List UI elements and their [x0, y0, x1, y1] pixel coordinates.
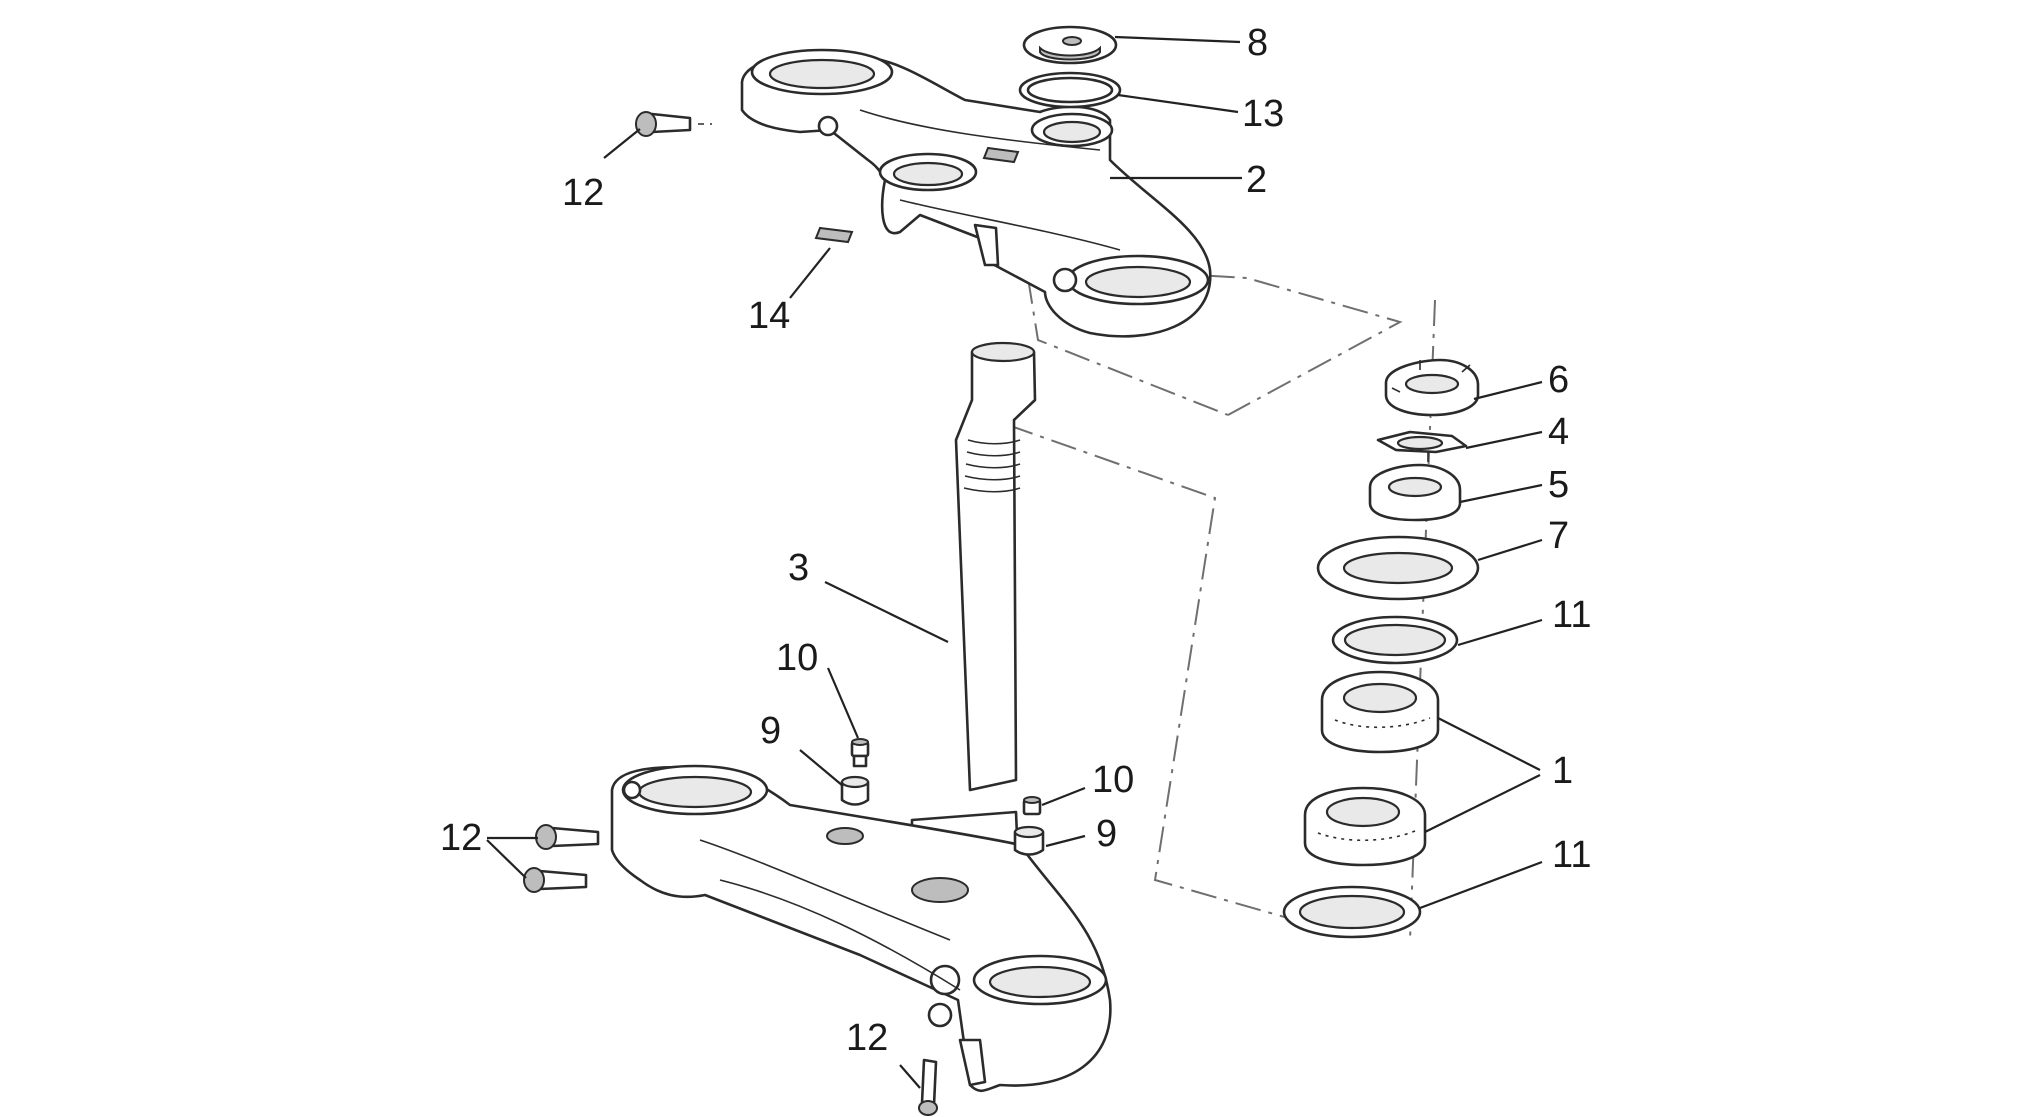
dust-cover: [1316, 535, 1480, 601]
callout-6: 6: [1548, 359, 1569, 401]
callout-10-right: 10: [1092, 759, 1134, 801]
screw-left: [850, 738, 870, 768]
callout-4: 4: [1548, 411, 1569, 453]
callout-12-upper: 12: [562, 172, 604, 214]
leader-lines: [486, 35, 1543, 1089]
ring-nut-slotted: [1384, 358, 1480, 417]
callout-10-left: 10: [776, 637, 818, 679]
top-cap: [1022, 25, 1118, 65]
steering-stem: [910, 341, 1037, 871]
callout-3: 3: [788, 547, 809, 589]
callout-12-side: 12: [440, 817, 482, 859]
bearing-lower: [1303, 786, 1427, 867]
lock-washer: [1376, 430, 1468, 462]
callout-1: 1: [1552, 750, 1573, 792]
lower-clamp-bolt-upper: [535, 824, 600, 850]
screw-right: [1022, 796, 1042, 816]
callout-8: 8: [1247, 22, 1268, 64]
seal-ring-lower: [1282, 885, 1422, 939]
callout-2: 2: [1246, 159, 1267, 201]
callout-labels: 8 13 2 12 14 6 4 5 7 11 3 10 9 10 9 1 12…: [440, 22, 1591, 1059]
small-plate: [814, 226, 854, 244]
callout-9-left: 9: [760, 710, 781, 752]
callout-11-upper: 11: [1552, 594, 1591, 636]
bushing-right: [1013, 825, 1045, 856]
ring-nut: [1368, 463, 1462, 522]
bushing-left: [840, 775, 870, 806]
upper-clamp-bolt: [635, 111, 712, 137]
upper-triple-clamp: [740, 48, 1212, 338]
seal-ring-upper: [1331, 615, 1459, 665]
callout-14: 14: [748, 295, 790, 337]
callout-7: 7: [1548, 515, 1569, 557]
callout-5: 5: [1548, 464, 1569, 506]
callout-9-right: 9: [1096, 813, 1117, 855]
sealing-washer: [1018, 71, 1122, 109]
bottom-clamp-bolt: [918, 1058, 938, 1116]
bearing-upper: [1320, 670, 1440, 754]
callout-13: 13: [1242, 93, 1284, 135]
lower-triple-clamp: [610, 764, 1112, 1093]
callout-12-bottom: 12: [846, 1017, 888, 1059]
lower-clamp-bolt-lower: [523, 867, 588, 893]
callout-11-lower: 11: [1552, 834, 1591, 876]
